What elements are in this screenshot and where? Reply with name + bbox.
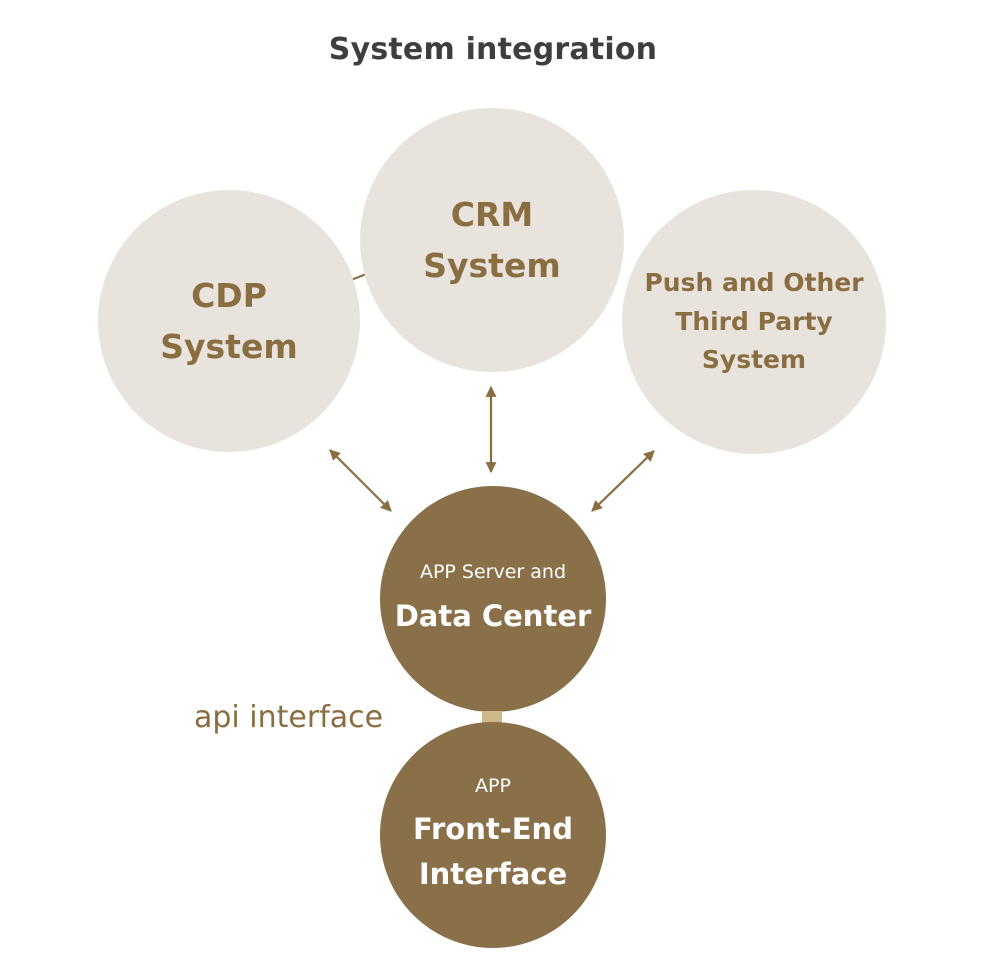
server-line1: APP Server and xyxy=(419,561,567,584)
push-line2: Third Party xyxy=(675,306,833,336)
crm-line2: System xyxy=(423,246,561,285)
app-line2: Front-End xyxy=(413,812,573,847)
push-line3: System xyxy=(701,345,807,375)
cdp-server-connector xyxy=(329,449,392,512)
app-front-end-node: APP Front-End Interface xyxy=(380,722,606,948)
diagram-title: System integration xyxy=(328,32,658,67)
cdp-system-node: CDP System xyxy=(98,190,360,452)
push-third-party-node: Push and Other Third Party System xyxy=(622,190,886,454)
app-server-data-center-node: APP Server and Data Center xyxy=(380,486,606,712)
cdp-line2: System xyxy=(160,327,298,366)
app-line3: Interface xyxy=(418,857,568,892)
app-line1: APP xyxy=(475,774,511,797)
api-interface-label: api interface xyxy=(194,700,384,735)
server-line2: Data Center xyxy=(394,598,592,633)
crm-line1: CRM xyxy=(450,194,534,234)
crm-system-node: CRM System xyxy=(360,108,624,372)
push-line1: Push and Other xyxy=(644,267,864,297)
cdp-line1: CDP xyxy=(191,275,267,315)
push-server-connector xyxy=(591,450,655,512)
